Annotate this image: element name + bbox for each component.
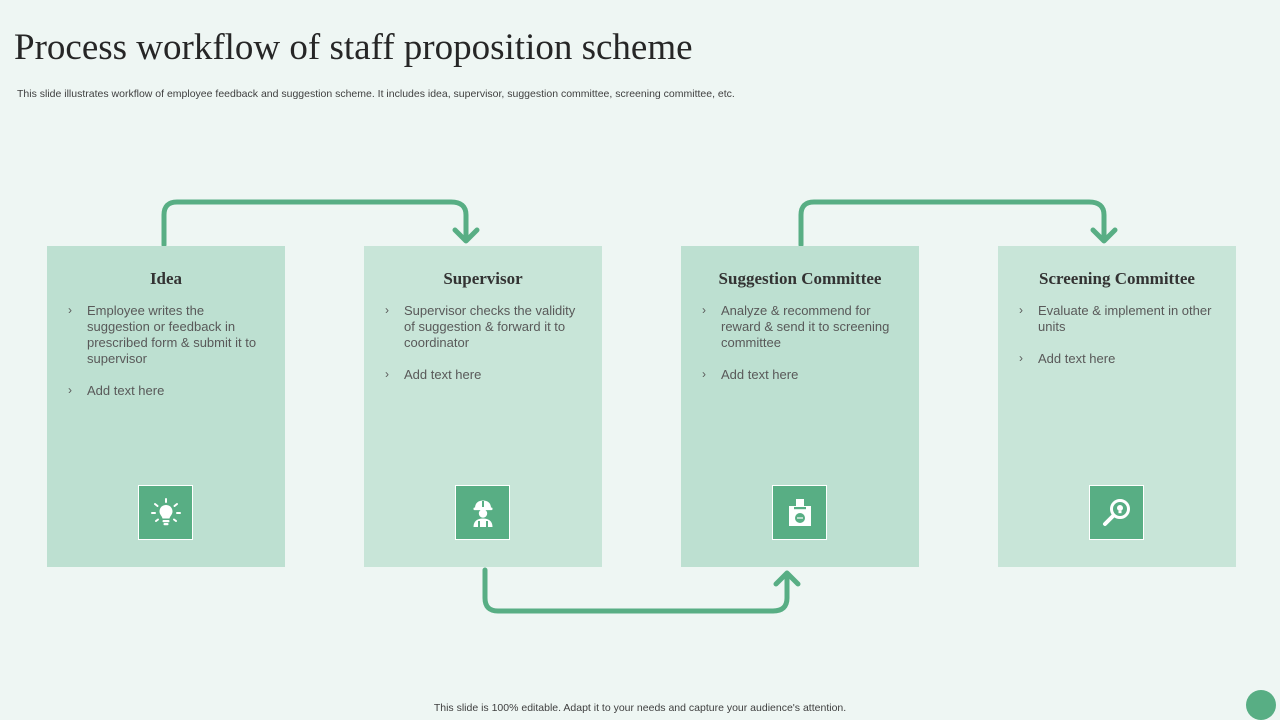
list-item: › Add text here xyxy=(701,367,896,383)
footer-note: This slide is 100% editable. Adapt it to… xyxy=(433,702,847,714)
icon-box xyxy=(455,485,510,540)
bullet-text: Add text here xyxy=(1038,351,1116,366)
connector-supervisor-to-suggestion xyxy=(482,567,790,614)
arrowhead-screening xyxy=(1090,227,1118,244)
list-item: › Add text here xyxy=(1018,351,1213,367)
magnifier-idea-icon xyxy=(1102,498,1130,526)
bullet-text: Evaluate & implement in other units xyxy=(1038,303,1212,334)
chevron-right-icon: › xyxy=(385,303,389,317)
chevron-right-icon: › xyxy=(702,303,706,317)
chevron-right-icon: › xyxy=(68,383,72,397)
chevron-right-icon: › xyxy=(1019,303,1023,317)
chevron-right-icon: › xyxy=(1019,351,1023,365)
worker-helmet-icon xyxy=(473,500,492,527)
card-title: Suggestion Committee xyxy=(718,269,882,288)
list-item: › Add text here xyxy=(384,367,579,383)
bullet-text: Supervisor checks the validity of sugges… xyxy=(404,303,576,350)
arrowhead-supervisor xyxy=(452,227,480,244)
bullet-list: › Analyze & recommend for reward & send … xyxy=(701,303,896,399)
bullet-list: › Supervisor checks the validity of sugg… xyxy=(384,303,579,399)
card-title: Idea xyxy=(149,269,183,288)
corner-dot xyxy=(1246,690,1276,720)
card-title: Supervisor xyxy=(443,269,523,288)
page-subtitle: This slide illustrates workflow of emplo… xyxy=(17,88,735,100)
bullet-text: Add text here xyxy=(404,367,482,382)
icon-box xyxy=(772,485,827,540)
list-item: › Analyze & recommend for reward & send … xyxy=(701,303,896,351)
list-item: › Evaluate & implement in other units xyxy=(1018,303,1213,335)
card-screening-committee: Screening Committee › Evaluate & impleme… xyxy=(998,246,1236,567)
lightbulb-icon xyxy=(150,497,181,525)
bullet-text: Add text here xyxy=(721,367,799,382)
connector-suggestion-to-screening xyxy=(798,199,1107,248)
suggestion-box-icon xyxy=(788,498,811,526)
list-item: › Employee writes the suggestion or feed… xyxy=(67,303,262,367)
bullet-text: Add text here xyxy=(87,383,165,398)
card-title: Screening Committee xyxy=(1039,269,1195,288)
bullet-list: › Evaluate & implement in other units › … xyxy=(1018,303,1213,383)
icon-box xyxy=(138,485,193,540)
list-item: › Supervisor checks the validity of sugg… xyxy=(384,303,579,351)
page-title: Process workflow of staff proposition sc… xyxy=(14,27,693,68)
list-item: › Add text here xyxy=(67,383,262,399)
chevron-right-icon: › xyxy=(702,367,706,381)
connector-idea-to-supervisor xyxy=(161,199,469,248)
arrowhead-suggestion xyxy=(773,570,801,587)
bullet-list: › Employee writes the suggestion or feed… xyxy=(67,303,262,415)
icon-box xyxy=(1089,485,1144,540)
card-supervisor: Supervisor › Supervisor checks the valid… xyxy=(364,246,602,567)
chevron-right-icon: › xyxy=(385,367,389,381)
card-idea: Idea › Employee writes the suggestion or… xyxy=(47,246,285,567)
bullet-text: Employee writes the suggestion or feedba… xyxy=(87,303,257,366)
bullet-text: Analyze & recommend for reward & send it… xyxy=(721,303,890,350)
card-suggestion-committee: Suggestion Committee › Analyze & recomme… xyxy=(681,246,919,567)
chevron-right-icon: › xyxy=(68,303,72,317)
